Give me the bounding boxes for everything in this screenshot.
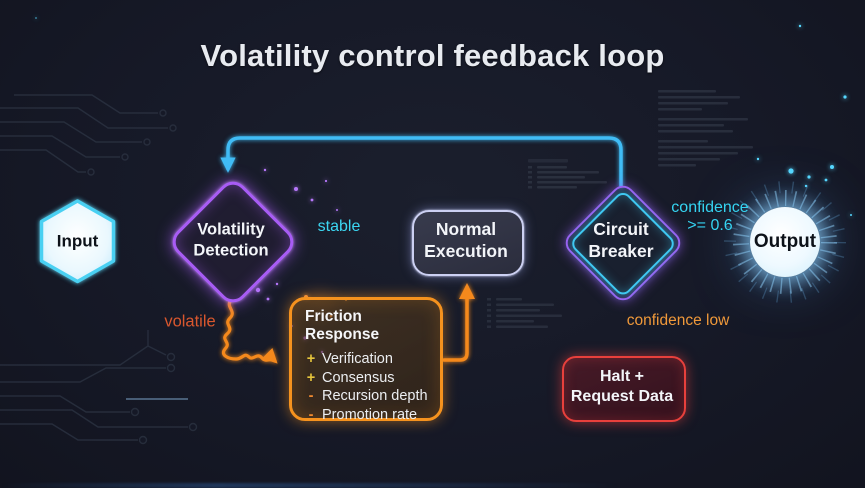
code-decal-top-right	[658, 90, 753, 167]
plus-sign: +	[306, 369, 316, 386]
edge-feedback-loop	[220, 136, 623, 188]
edge-label-volatile: volatile	[164, 312, 216, 331]
circuit-traces-bottom-left	[0, 330, 198, 445]
edge-label-stable: stable	[317, 218, 361, 235]
circuit-breaker-label: Circuit Breaker	[588, 219, 654, 261]
normal-execution-node	[412, 210, 524, 276]
edge-label-confidence-high: confidence >= 0.6	[671, 199, 749, 234]
plus-sign: +	[306, 351, 316, 367]
edge-friction-to-normal	[442, 282, 476, 362]
input-label: Input	[56, 231, 99, 251]
friction-item: -Recursion depth	[305, 387, 440, 406]
halt-label: Halt + Request Data	[570, 368, 674, 405]
input-node-hexagon	[39, 199, 116, 284]
friction-response-title: Friction Response	[305, 308, 380, 343]
minus-sign: -	[308, 406, 314, 423]
friction-response-node: Friction Response +Verification +Consens…	[289, 297, 443, 423]
normal-execution-label: Normal Execution	[424, 219, 508, 261]
volatility-detection-label: Volatility Detection	[193, 220, 269, 259]
circuit-traces-top-left	[0, 94, 177, 176]
edge-volatility-to-friction-squiggle	[221, 298, 278, 364]
friction-item: +Consensus	[306, 369, 395, 386]
halt-node	[562, 356, 686, 422]
friction-item: -Promotion rate	[305, 406, 440, 425]
output-node	[750, 207, 820, 277]
minus-sign: -	[308, 388, 314, 404]
page-title: Volatility control feedback loop	[200, 38, 665, 73]
code-decal-lower	[487, 298, 562, 328]
output-label: Output	[753, 231, 817, 253]
friction-item: +Verification	[306, 351, 393, 367]
edge-label-confidence-low: confidence low	[626, 312, 730, 329]
code-decal-mid	[528, 159, 607, 189]
bottom-glow-decor	[0, 483, 620, 488]
cyan-particles	[35, 17, 852, 216]
